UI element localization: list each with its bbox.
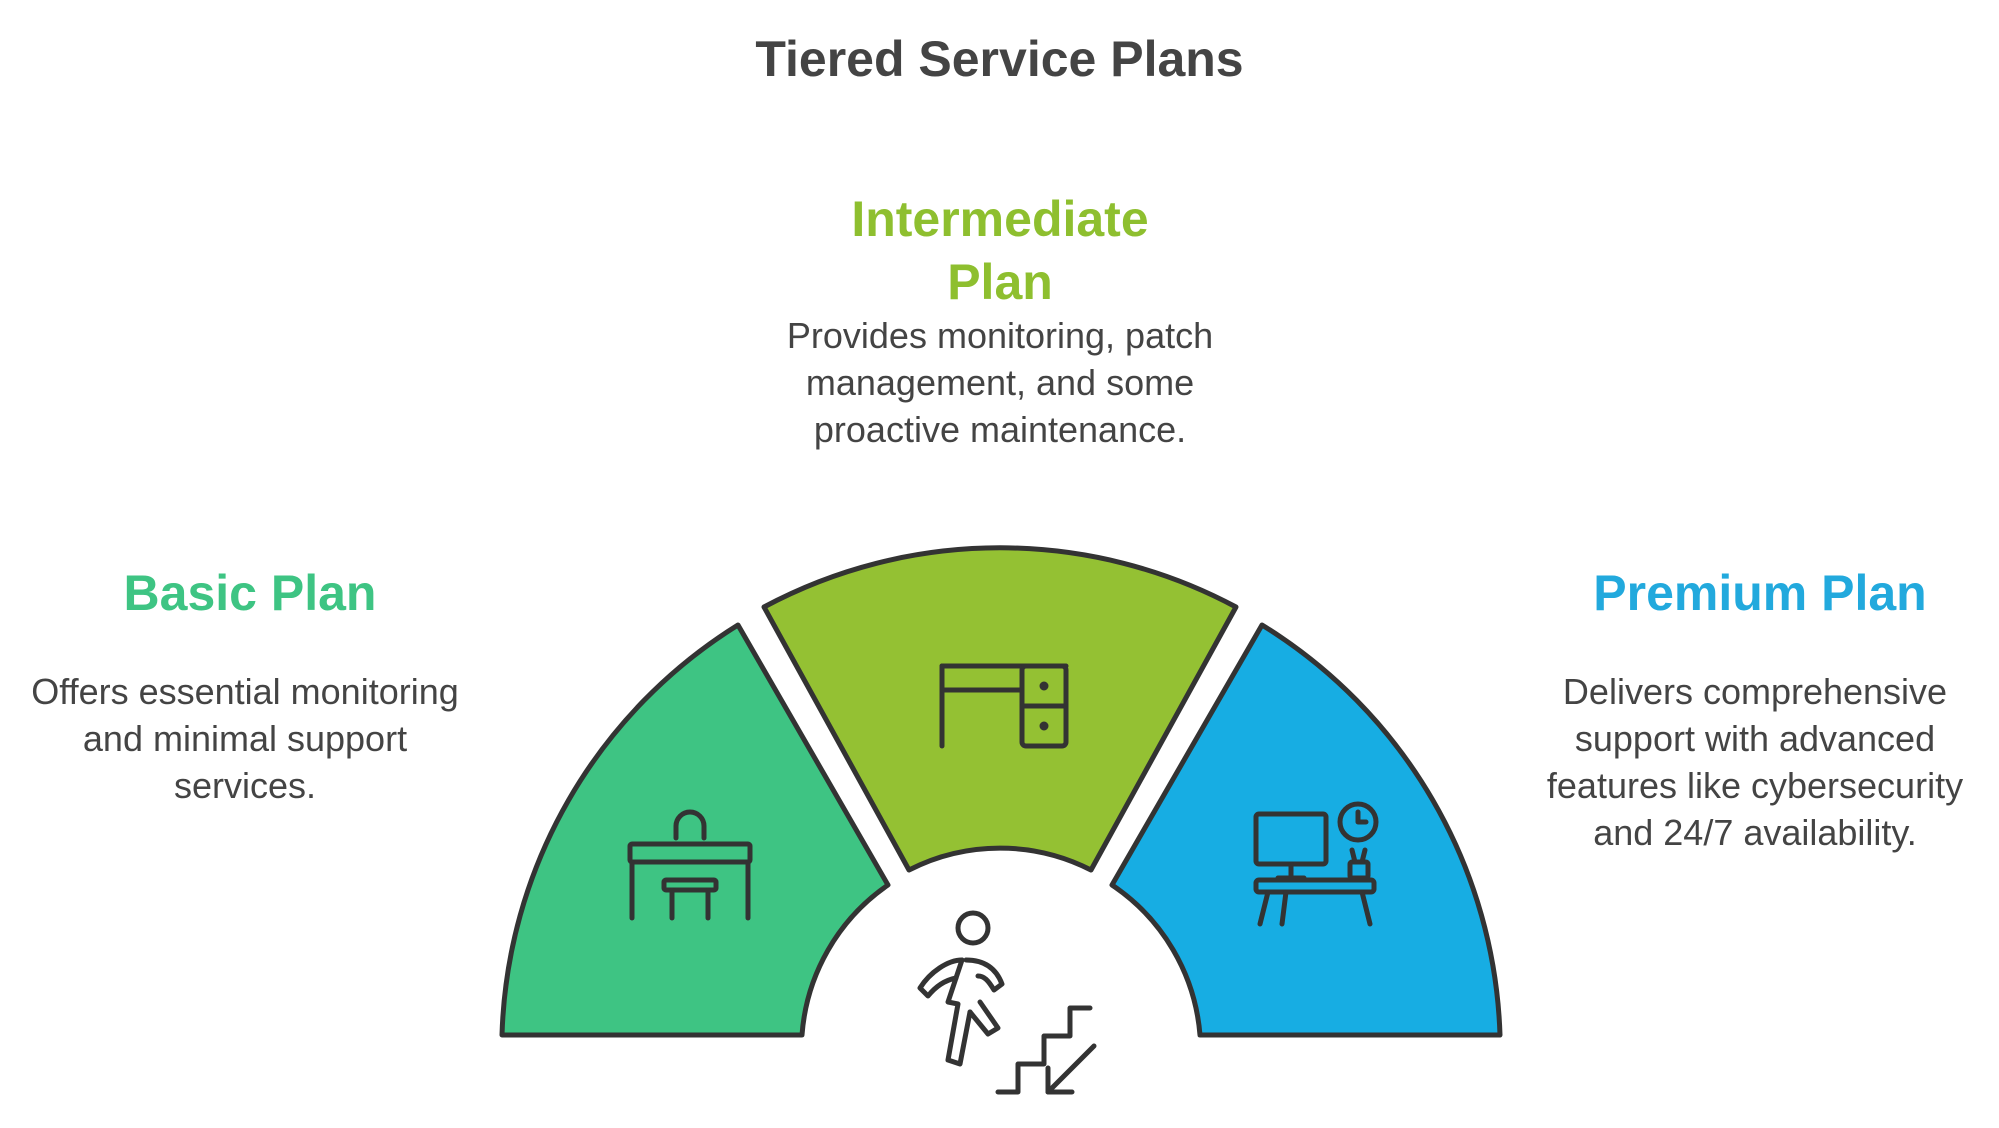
page-title: Tiered Service Plans [755,31,1244,87]
intermediate-plan-title: Intermediate Plan [851,191,1149,310]
desk-drawers-icon [939,663,1069,749]
person-climbing-stairs-icon [917,910,1097,1095]
computer-desk-clock-icon [1253,801,1379,927]
premium-plan-segment [1109,622,1503,1038]
premium-plan-title: Premium Plan [1593,565,1927,621]
basic-plan-description: Offers essential monitoring and minimal … [31,671,459,806]
intermediate-plan-segment [761,545,1239,873]
premium-plan-description: Delivers comprehensive support with adva… [1546,671,1964,853]
basic-plan-segment [499,622,891,1038]
basic-plan-title: Basic Plan [123,565,377,621]
intermediate-plan-description: Provides monitoring, patch management, a… [786,315,1214,450]
desk-chair-icon [627,809,753,921]
